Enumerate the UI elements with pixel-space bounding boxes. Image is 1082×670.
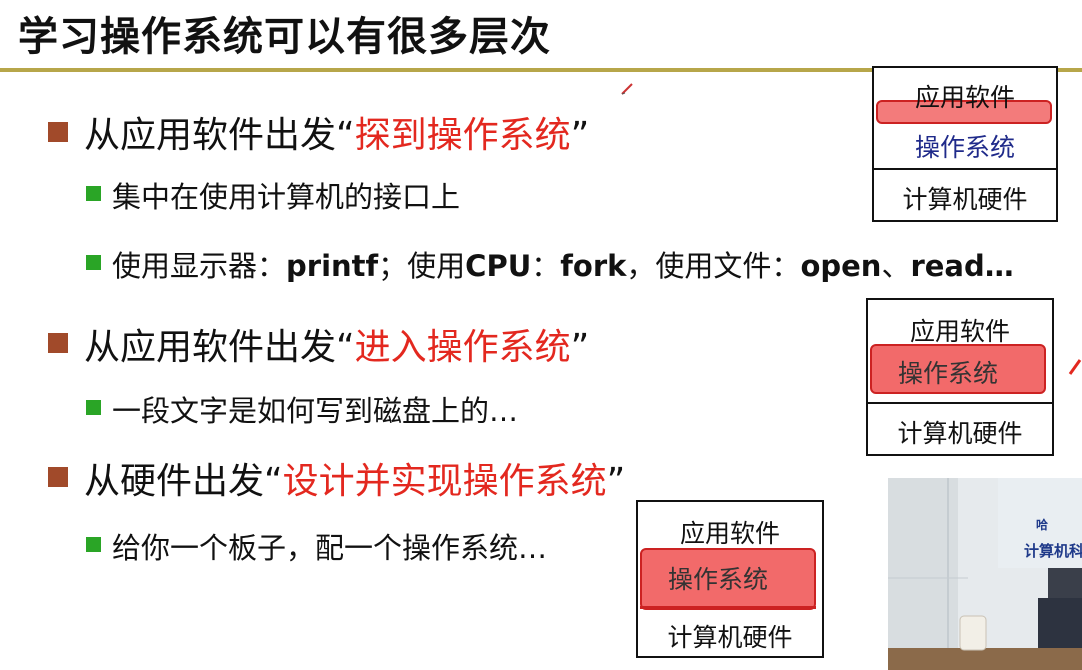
highlight-box-3 (640, 548, 816, 610)
layer-app-2: 应用软件 (909, 317, 1010, 346)
sub-bullet-square-3a (86, 537, 101, 552)
presenter-video: 哈 计算机科 (888, 478, 1082, 670)
bullet-suffix-1: ” (570, 115, 590, 156)
sub-bullet-2a: 一段文字是如何写到磁盘上的… (112, 394, 519, 428)
bullet-line-3: 从硬件出发“设计并实现操作系统” (84, 452, 625, 504)
seg-2: ；使用 (378, 249, 466, 283)
layer-hw-2: 计算机硬件 (897, 419, 1023, 448)
seg-8: 、 (881, 249, 911, 283)
divider-1 (874, 168, 1056, 170)
video-banner-line1: 哈 (1036, 518, 1049, 532)
bullet-line-2: 从应用软件出发“进入操作系统” (84, 318, 589, 370)
layer-diagram-3: 应用软件 操作系统 计算机硬件 (636, 500, 824, 658)
seg-fork: fork (560, 249, 627, 283)
layer-diagram-2: 应用软件 操作系统 计算机硬件 (866, 298, 1054, 456)
highlight-underline-3 (640, 606, 816, 609)
layer-os-3: 操作系统 (668, 565, 769, 594)
seg-0: 使用显示器： (112, 249, 287, 283)
sub-bullet-square-2a (86, 400, 101, 415)
layer-app-3: 应用软件 (679, 519, 780, 548)
sub-bullet-3a: 给你一个板子，配一个操作系统… (112, 531, 548, 565)
layer-app-1: 应用软件 (914, 83, 1015, 112)
seg-printf: printf (286, 249, 379, 283)
highlight-bar-1 (876, 100, 1052, 124)
layer-os-2: 操作系统 (898, 359, 999, 388)
sub-bullet-1a: 集中在使用计算机的接口上 (112, 180, 461, 214)
highlight-box-2 (870, 344, 1046, 394)
bullet-highlight-1: 探到操作系统 (354, 115, 571, 156)
seg-open: open (800, 249, 882, 283)
bullet-square-1 (48, 122, 68, 142)
sub-bullet-1b: 使用显示器：printf；使用CPU：fork，使用文件：open、read… (112, 243, 1014, 285)
bullet-prefix-3: 从硬件出发“ (84, 461, 283, 502)
bullet-suffix-2: ” (570, 327, 590, 368)
seg-6: ，使用文件： (626, 249, 801, 283)
bullet-highlight-3: 设计并实现操作系统 (282, 461, 607, 502)
video-banner-line2: 计算机科 (1024, 542, 1082, 560)
bullet-prefix-2: 从应用软件出发“ (84, 327, 355, 368)
video-scene (888, 478, 1082, 670)
layer-diagram-1: 应用软件 操作系统 计算机硬件 (872, 66, 1058, 222)
bullet-square-2 (48, 333, 68, 353)
seg-read: read… (910, 249, 1014, 283)
pen-cursor-icon (621, 83, 633, 95)
bullet-prefix-1: 从应用软件出发“ (84, 115, 355, 156)
bullet-suffix-3: ” (606, 461, 626, 502)
seg-cpu: CPU (465, 249, 532, 283)
bullet-square-3 (48, 467, 68, 487)
layer-hw-1: 计算机硬件 (902, 185, 1028, 214)
sub-bullet-square-1a (86, 186, 101, 201)
bullet-highlight-2: 进入操作系统 (354, 327, 571, 368)
layer-os-1: 操作系统 (914, 133, 1015, 162)
divider-2 (868, 402, 1052, 404)
slide-title: 学习操作系统可以有很多层次 (18, 14, 551, 60)
red-arrow-icon (1068, 359, 1082, 375)
title-underline (0, 68, 1082, 72)
sub-bullet-square-1b (86, 255, 101, 270)
bullet-line-1: 从应用软件出发“探到操作系统” (84, 106, 589, 158)
seg-4: ： (531, 249, 561, 283)
layer-hw-3: 计算机硬件 (667, 623, 793, 652)
